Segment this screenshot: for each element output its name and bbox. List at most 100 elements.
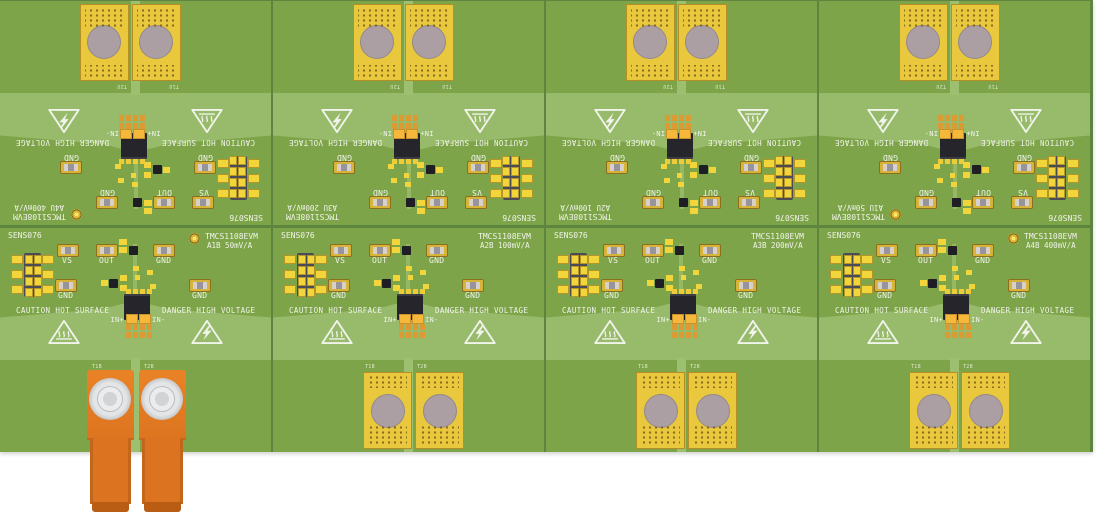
capacitor-pad <box>665 239 673 245</box>
test-pad <box>950 173 955 178</box>
vs-pad <box>192 196 214 209</box>
via-dots <box>420 375 459 388</box>
terminal-pad <box>353 4 402 81</box>
resistor-pad <box>920 280 927 286</box>
out-pad <box>915 244 937 257</box>
terminal-label: T1B <box>638 364 648 370</box>
out-pad <box>153 196 175 209</box>
ic-pin <box>406 289 411 294</box>
gnd-label: GND <box>702 256 718 265</box>
via-dots <box>358 8 397 28</box>
in-plus-label: IN+ <box>966 129 980 137</box>
in-plus-label: IN+ <box>693 129 707 137</box>
input-via-pads <box>938 115 964 121</box>
out-label: OUT <box>429 188 445 197</box>
high-voltage-icon <box>464 320 496 344</box>
resistor-pad <box>120 275 127 281</box>
ic-pin <box>413 159 418 164</box>
terminal-hole <box>644 394 678 428</box>
caution-text: CAUTION HOT SURFACE <box>434 138 528 147</box>
board-title: TMCS1108EVM <box>751 232 804 241</box>
capacitor-pad <box>417 208 425 214</box>
test-pad <box>118 178 124 183</box>
resistor <box>972 165 981 174</box>
hot-surface-icon <box>867 320 899 344</box>
caution-text: CAUTION HOT SURFACE <box>835 306 929 315</box>
resistor-pad <box>417 172 424 178</box>
ic-pin <box>938 159 943 164</box>
input-pad <box>399 314 411 324</box>
terminal-pad <box>678 4 727 81</box>
test-pad <box>952 266 958 271</box>
resistor-pad <box>163 167 170 173</box>
via-dots <box>914 375 953 388</box>
ic-pin <box>952 159 957 164</box>
capacitor-pad <box>665 247 673 253</box>
capacitor-pad <box>144 200 152 206</box>
via-dots <box>85 8 124 28</box>
resistor-pad <box>393 285 400 291</box>
terminal-label: T2U <box>936 83 946 89</box>
gnd-label: GND <box>609 153 625 162</box>
capacitor <box>948 246 957 255</box>
header-connector <box>1036 155 1079 201</box>
ic-pin <box>672 289 677 294</box>
gnd-label: GND <box>58 291 74 300</box>
gnd-label: GND <box>1011 291 1027 300</box>
test-pad <box>681 275 686 280</box>
sens-label: SENS076 <box>554 231 588 240</box>
fiducial-mark <box>71 209 82 220</box>
capacitor-pad <box>392 247 400 253</box>
terminal-pad <box>405 4 454 81</box>
input-pad <box>393 129 405 139</box>
via-dots <box>631 65 670 78</box>
input-via-pads <box>392 115 418 121</box>
gnd-pad <box>96 196 118 209</box>
terminal-label: T1B <box>911 364 921 370</box>
header-connector <box>11 252 54 298</box>
test-pad <box>678 182 684 187</box>
in-minus-label: IN- <box>105 129 119 137</box>
capacitor-pad <box>963 200 971 206</box>
input-pad <box>133 129 145 139</box>
via-dots <box>904 8 943 28</box>
resistor-pad <box>982 167 989 173</box>
gnd-pad <box>369 196 391 209</box>
screw-head <box>141 378 183 420</box>
resistor-pad <box>963 172 970 178</box>
input-pad <box>126 314 138 324</box>
via-dots <box>956 65 995 78</box>
terminal-pad <box>80 4 129 81</box>
board-variant: A2U 100mV/A <box>560 203 610 212</box>
terminal-label: T2B <box>417 364 427 370</box>
caution-text: CAUTION HOT SURFACE <box>161 138 255 147</box>
terminal-hole <box>87 25 121 59</box>
gnd-label: GND <box>336 153 352 162</box>
capacitor <box>133 198 142 207</box>
center-trace-lower <box>131 358 140 452</box>
ic-pin <box>406 159 411 164</box>
gnd-label: GND <box>975 256 991 265</box>
ic-pin <box>679 289 684 294</box>
gnd-pad <box>915 196 937 209</box>
vs-label: VS <box>471 188 482 197</box>
gnd-label: GND <box>429 256 445 265</box>
terminal-pad <box>636 372 685 449</box>
vs-pad <box>330 244 352 257</box>
resistor <box>153 165 162 174</box>
vs-label: VS <box>608 256 619 265</box>
terminal-hole <box>423 394 457 428</box>
capacitor <box>406 198 415 207</box>
gnd-label: GND <box>918 188 934 197</box>
terminal-label: T1U <box>988 83 998 89</box>
gnd-pad <box>462 279 484 292</box>
capacitor-pad <box>392 239 400 245</box>
vs-pad <box>465 196 487 209</box>
terminal-label: T1U <box>169 83 179 89</box>
ic-pin <box>413 289 418 294</box>
in-plus-label: IN+ <box>929 316 943 324</box>
ic-pin <box>966 289 971 294</box>
board-title: TMCS1108EVM <box>13 212 66 221</box>
terminal-pad <box>626 4 675 81</box>
vs-pad <box>738 196 760 209</box>
